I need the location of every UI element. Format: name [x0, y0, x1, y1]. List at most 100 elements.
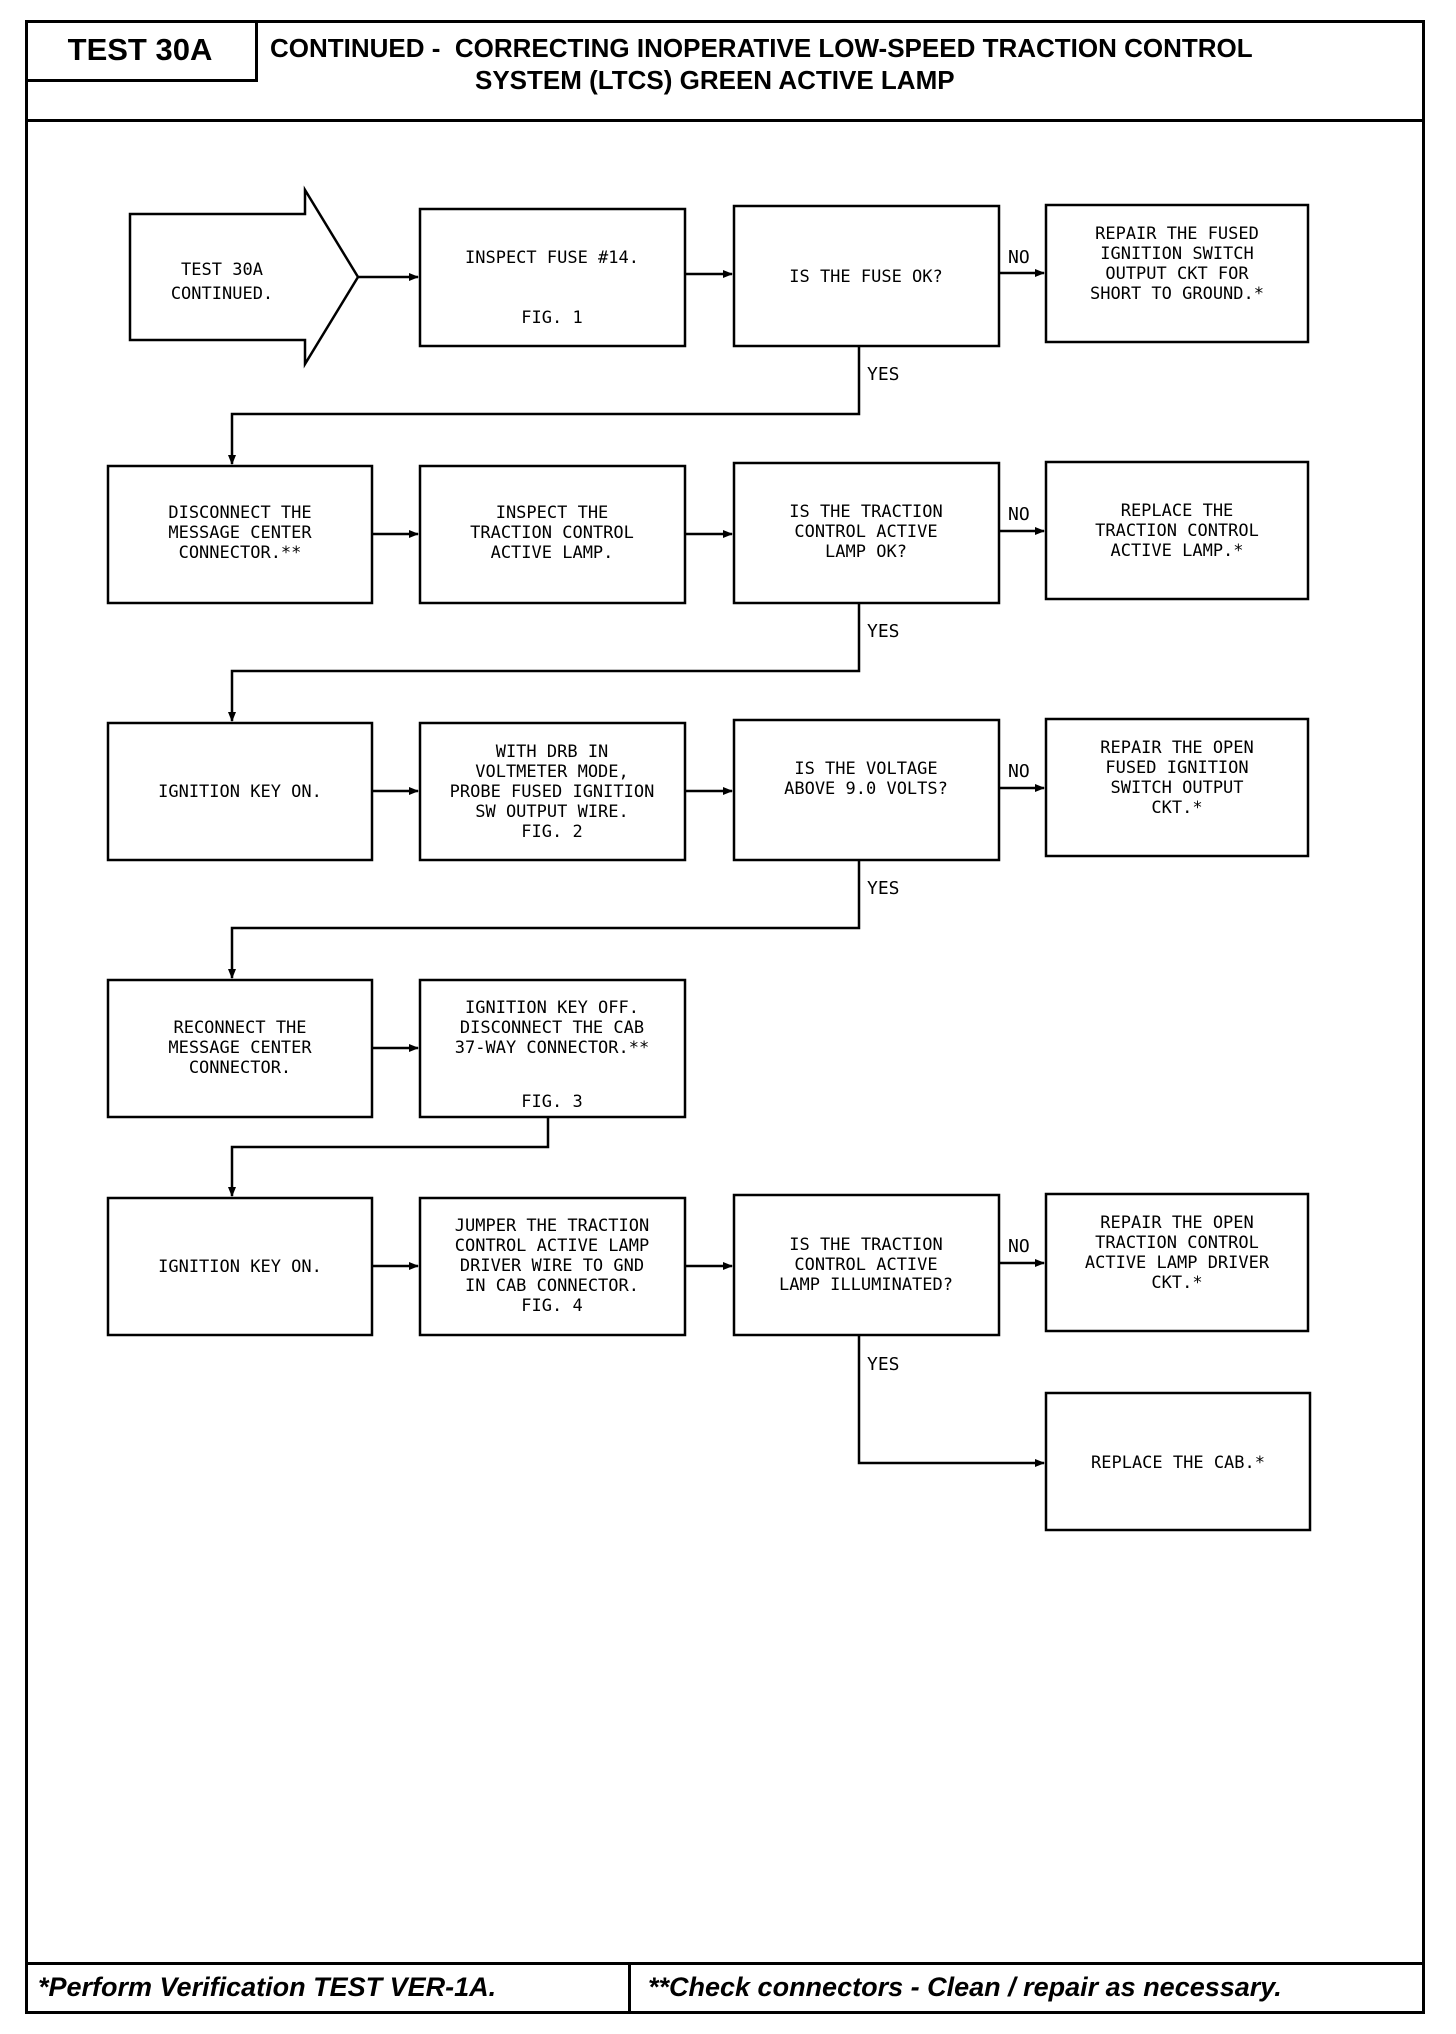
q-fuse-ok-text: IS THE FUSE OK?	[789, 267, 943, 287]
label-yes-4: YES	[867, 1354, 900, 1375]
box-text-line: ACTIVE LAMP DRIVER	[1085, 1253, 1270, 1273]
inspect-fuse-text: INSPECT FUSE #14.FIG. 1	[465, 248, 639, 328]
box-ign-on-2	[106, 1196, 374, 1337]
box-text-line: CONNECTOR.	[189, 1058, 291, 1078]
box-q-fuse-ok	[732, 204, 1001, 348]
box-probe-voltage	[418, 721, 687, 862]
box-text-line: OUTPUT CKT FOR	[1105, 264, 1249, 284]
box-text-line: IS THE TRACTION	[789, 1235, 943, 1255]
box-text-line: 37-WAY CONNECTOR.**	[455, 1038, 649, 1058]
start-arrow-shape	[128, 185, 360, 369]
box-text-line: ACTIVE LAMP.	[491, 543, 614, 563]
box-text-line: JUMPER THE TRACTION	[455, 1216, 649, 1236]
box-text-line: CKT.*	[1151, 798, 1202, 818]
box-text-line: REPLACE THE	[1121, 501, 1234, 521]
box-ign-on-1	[106, 721, 374, 862]
box-reconnect-msg	[106, 978, 374, 1119]
box-text-line: TEST 30A	[181, 260, 263, 280]
box-q-lamp-ok	[732, 461, 1001, 605]
connector-off-to-ign	[228, 1117, 550, 1197]
box-text-line: TRACTION CONTROL	[1095, 521, 1259, 541]
start-text: TEST 30A CONTINUED.	[171, 260, 273, 304]
box-text-line: FIG. 2	[521, 822, 582, 842]
box-text-line: CONTROL ACTIVE	[794, 522, 937, 542]
box-replace-cab	[1044, 1391, 1312, 1532]
footer-bar	[25, 1962, 1425, 2014]
box-ign-off-cab	[418, 978, 687, 1119]
connector-q-voltage-yes	[228, 860, 861, 979]
box-text-line: TRACTION CONTROL	[470, 523, 634, 543]
ign-on-2-text: IGNITION KEY ON.	[158, 1257, 322, 1277]
label-no-3: NO	[1008, 761, 1030, 782]
label-no-2: NO	[1008, 504, 1030, 525]
connector-q-lamp-yes	[228, 603, 861, 722]
box-text-line: REPAIR THE FUSED	[1095, 224, 1259, 244]
box-text-line: FUSED IGNITION	[1105, 758, 1248, 778]
box-text-line: MESSAGE CENTER	[168, 1038, 312, 1058]
box-text-line: DISCONNECT THE	[168, 503, 311, 523]
box-text-line: MESSAGE CENTER	[168, 523, 312, 543]
footer-divider	[628, 1962, 631, 2014]
page-frame	[25, 20, 1425, 2014]
box-text-line: DISCONNECT THE CAB	[460, 1018, 644, 1038]
box-text-line: DRIVER WIRE TO GND	[460, 1256, 644, 1276]
box-text-line: INSPECT FUSE #14.	[465, 248, 639, 268]
connector-q-illum-yes	[857, 1335, 1045, 1467]
header-bar	[25, 20, 1425, 122]
box-repair-short	[1044, 203, 1310, 344]
label-yes-1: YES	[867, 364, 900, 385]
box-text-line: VOLTMETER MODE,	[475, 762, 629, 782]
box-text-line: REPAIR THE OPEN	[1100, 1213, 1254, 1233]
page-title: CONTINUED - CORRECTING INOPERATIVE LOW-S…	[270, 32, 1410, 96]
box-text-line: REPLACE THE CAB.*	[1091, 1453, 1265, 1473]
box-text-line: SWITCH OUTPUT	[1110, 778, 1243, 798]
box-text-line: SW OUTPUT WIRE.	[475, 802, 629, 822]
box-text-line: IN CAB CONNECTOR.	[465, 1276, 639, 1296]
title-line-1: CONTINUED - CORRECTING INOPERATIVE LOW-S…	[270, 33, 1253, 63]
box-text-line: IS THE TRACTION	[789, 502, 943, 522]
ign-on-1-text: IGNITION KEY ON.	[158, 782, 322, 802]
box-text-line: ACTIVE LAMP.*	[1110, 541, 1243, 561]
box-text-line: RECONNECT THE	[173, 1018, 306, 1038]
box-text-line: IS THE FUSE OK?	[789, 267, 943, 287]
box-text-line: CONTROL ACTIVE	[794, 1255, 937, 1275]
box-text-line: CONTINUED.	[171, 284, 273, 304]
box-text-line: FIG. 4	[521, 1296, 582, 1316]
test-id: TEST 30A	[25, 20, 258, 82]
box-text-line: CONTROL ACTIVE LAMP	[455, 1236, 649, 1256]
box-text-line: CONNECTOR.**	[179, 543, 302, 563]
box-text-line: CKT.*	[1151, 1273, 1202, 1293]
box-repair-driver	[1044, 1192, 1310, 1333]
box-text-line: IGNITION KEY OFF.	[465, 998, 639, 1018]
label-no-1: NO	[1008, 247, 1030, 268]
box-text-line: REPAIR THE OPEN	[1100, 738, 1254, 758]
box-text-line: PROBE FUSED IGNITION	[450, 782, 655, 802]
box-q-voltage	[732, 718, 1001, 862]
box-text-line: IGNITION SWITCH	[1100, 244, 1254, 264]
label-yes-3: YES	[867, 878, 900, 899]
title-line-2: SYSTEM (LTCS) GREEN ACTIVE LAMP	[475, 65, 955, 95]
box-text-line: ABOVE 9.0 VOLTS?	[784, 779, 948, 799]
label-no-4: NO	[1008, 1236, 1030, 1257]
box-q-illuminated	[732, 1193, 1001, 1337]
box-text-line: INSPECT THE	[496, 503, 609, 523]
replace-cab-text: REPLACE THE CAB.*	[1091, 1453, 1265, 1473]
box-text-line: TRACTION CONTROL	[1095, 1233, 1259, 1253]
footer-note-verification: *Perform Verification TEST VER-1A.	[38, 1972, 497, 2002]
box-text-line: FIG. 3	[521, 1092, 582, 1112]
box-text-line: WITH DRB IN	[496, 742, 609, 762]
box-inspect-fuse	[418, 207, 687, 348]
connector-q-fuse-yes	[228, 346, 861, 465]
